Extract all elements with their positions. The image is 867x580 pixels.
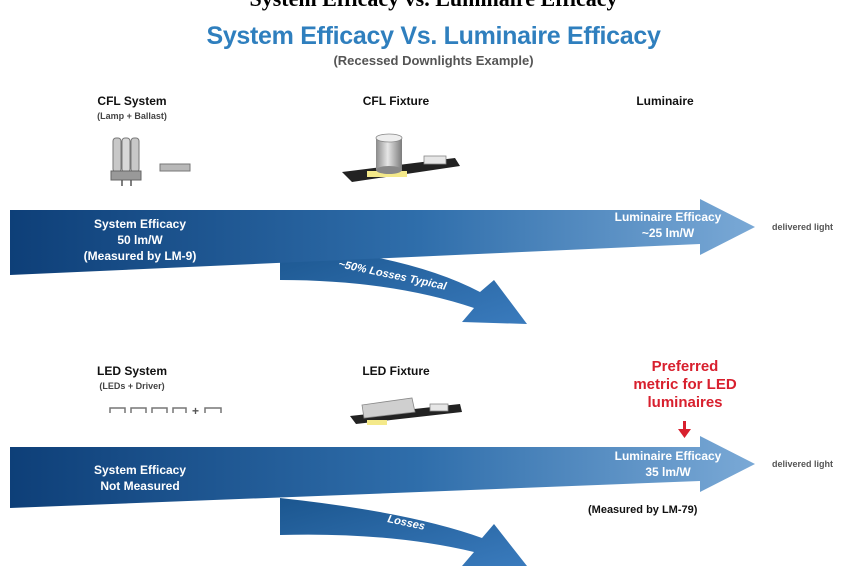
led-strip-icon: [109, 407, 187, 413]
led-fixture-icon: [350, 397, 462, 425]
cfl-main-arrow: [10, 199, 755, 275]
cfl-system-sublabel: (Lamp + Ballast): [97, 111, 167, 121]
ballast-icon: [159, 163, 191, 172]
led-fixture-label: LED Fixture: [362, 364, 430, 378]
led-driver-icon: [204, 407, 222, 413]
cfl-luminaire-efficacy-text: Luminaire Efficacy ~25 lm/W: [614, 210, 722, 240]
cfl-delivered-light: delivered light: [772, 222, 834, 232]
preferred-metric-callout: Preferred metric for LED luminaires: [633, 358, 737, 411]
down-arrow-icon: [678, 421, 691, 438]
cfl-fixture-icon: [342, 133, 460, 182]
measured-by-lm79: (Measured by LM-79): [588, 504, 698, 516]
cfl-system-label: CFL System: [97, 94, 167, 108]
led-system-efficacy-text: System Efficacy Not Measured: [93, 463, 187, 493]
diagram-subtitle: (Recessed Downlights Example): [333, 53, 534, 68]
led-delivered-light: delivered light: [772, 459, 834, 469]
led-luminaire-efficacy-text: Luminaire Efficacy 35 lm/W: [614, 449, 722, 479]
cfl-system-efficacy-text: System Efficacy 50 lm/W (Measured by LM-…: [83, 217, 197, 263]
led-system-sublabel: (LEDs + Driver): [99, 381, 165, 391]
cfl-losses-arrow: [280, 244, 527, 324]
diagram-title: System Efficacy Vs. Luminaire Efficacy: [206, 22, 661, 50]
plus-sign: +: [192, 404, 200, 418]
cfl-lamp-icon: [110, 137, 142, 186]
led-losses-arrow: [280, 498, 527, 566]
led-system-label: LED System: [96, 364, 168, 378]
luminaire-label: Luminaire: [636, 94, 694, 108]
led-main-arrow: [10, 436, 755, 508]
cfl-fixture-label: CFL Fixture: [362, 94, 430, 108]
cut-off-caption: System Efficacy vs. Luminaire Efficacy: [0, 0, 867, 12]
